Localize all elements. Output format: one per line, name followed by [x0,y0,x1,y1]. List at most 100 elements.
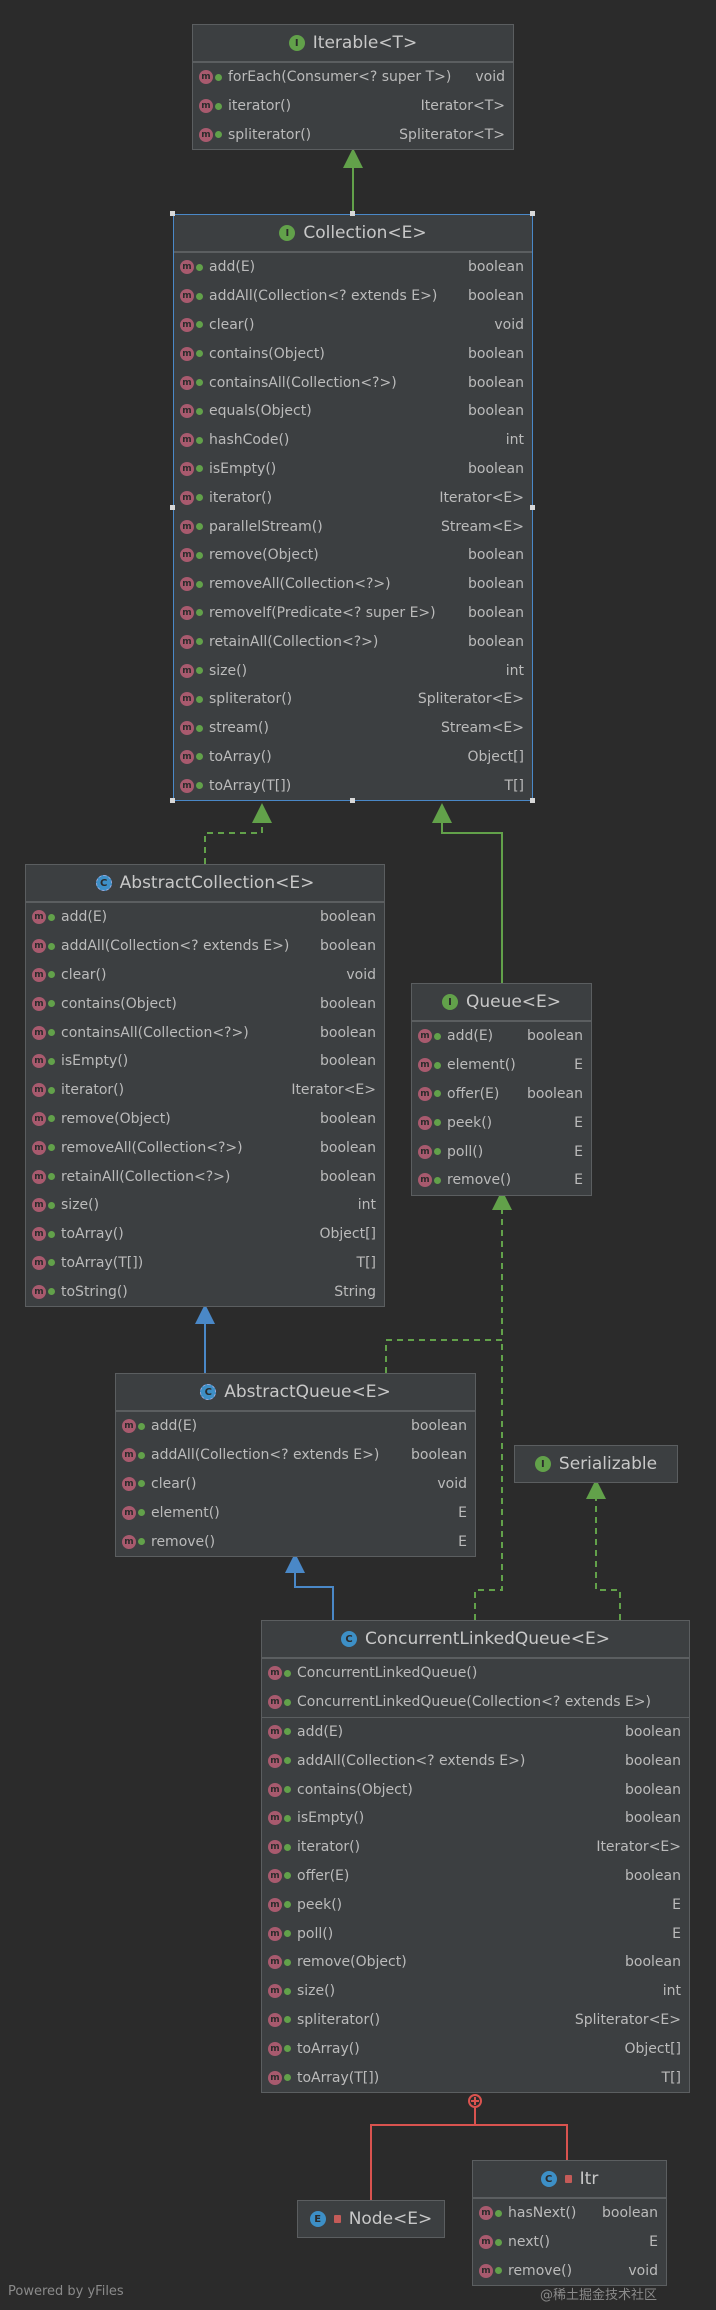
selection-handle[interactable] [530,504,535,510]
member-name: isEmpty() [209,460,277,477]
public-icon [138,1538,145,1546]
member-name: spliterator() [297,2011,381,2028]
class-title: Itr [579,2169,599,2189]
member-icons: m [418,1144,441,1159]
selection-handle[interactable] [170,211,175,216]
selection-handle[interactable] [350,798,355,803]
selection-handle[interactable] [170,798,175,803]
method-icon: m [268,1840,282,1855]
member-icons: m [180,317,203,332]
method-icon: m [199,99,213,114]
member-name: toArray() [209,748,272,765]
member-name: clear() [209,316,255,333]
selection-handle[interactable] [350,211,355,216]
member-name: element() [447,1057,516,1074]
selection-handle[interactable] [170,504,175,510]
selection-handle[interactable] [530,798,535,803]
member-name: size() [297,1983,336,2000]
interface-icon: I [279,225,296,241]
member-icons: m [268,2070,291,2085]
public-icon [196,465,203,473]
member-name: element() [151,1504,220,1521]
selection-handle[interactable] [530,211,535,216]
